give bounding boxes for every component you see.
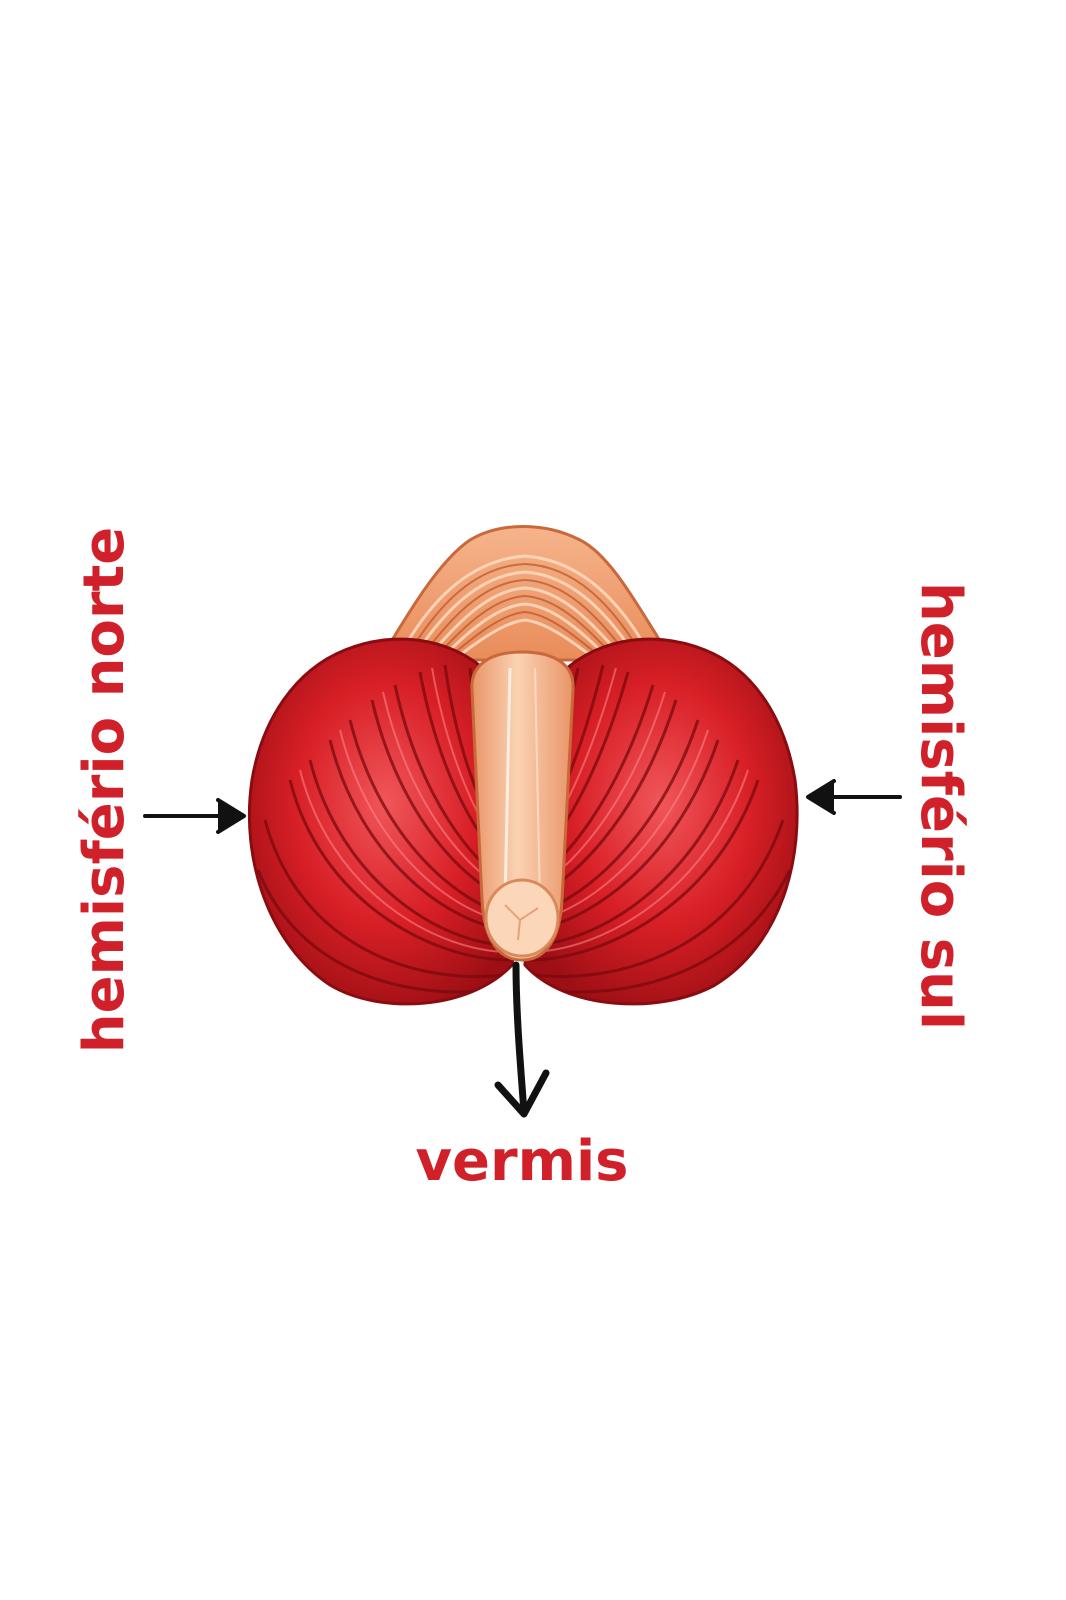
arrow-left-icon	[806, 779, 902, 815]
right-hemisphere-label: hemisfério sul	[908, 581, 973, 1031]
right-hemisphere	[523, 637, 799, 1006]
vermis-upper	[377, 525, 675, 662]
vermis-stem	[470, 650, 575, 962]
left-hemisphere-label: hemisfério norte	[72, 526, 137, 1054]
arrow-down-icon	[494, 961, 550, 1118]
vermis-label: vermis	[415, 1129, 629, 1194]
arrow-right-icon	[143, 798, 246, 834]
